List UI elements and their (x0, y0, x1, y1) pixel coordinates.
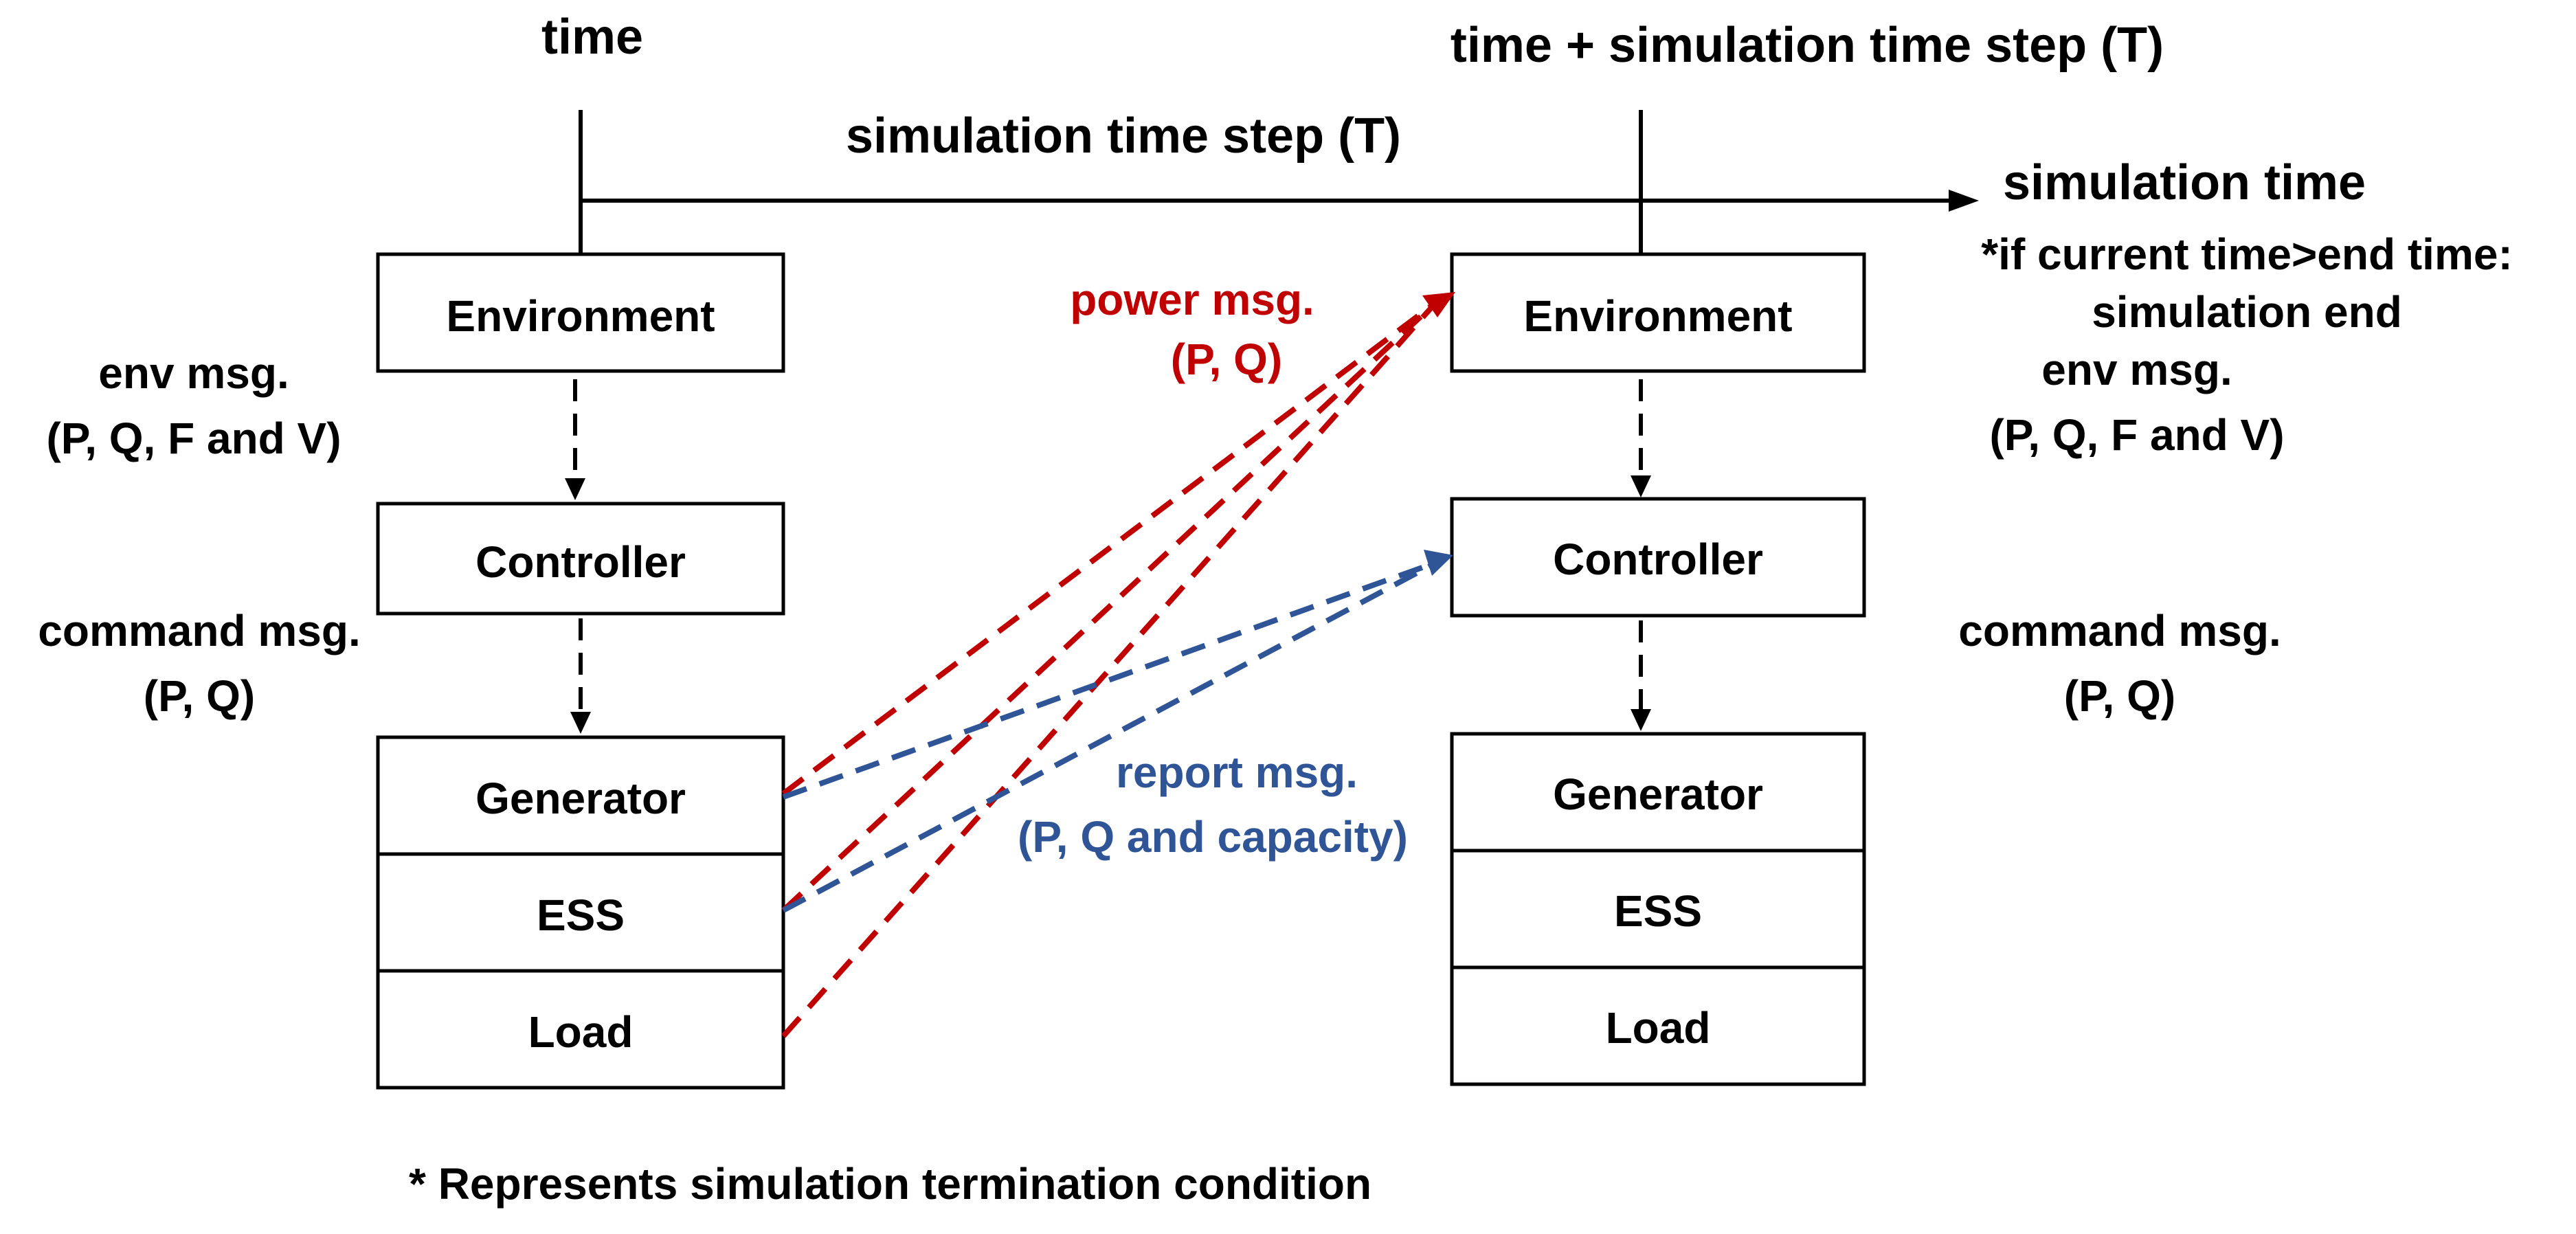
left-load-label: Load (528, 1007, 634, 1057)
left-load-box (376, 969, 785, 1090)
time-plus-step-label: time + simulation time step (T) (1451, 18, 2164, 73)
termination-condition-line2: simulation end (2092, 287, 2402, 337)
report-msg-line1: report msg. (1116, 748, 1358, 797)
report-arrowhead (1424, 550, 1453, 576)
right-column: Environment env msg. (P, Q, F and V) Con… (1450, 252, 2285, 1086)
left-ess-label: ESS (537, 890, 625, 940)
right-environment-label: Environment (1523, 291, 1792, 341)
power-msg-line1: power msg. (1070, 275, 1314, 324)
left-generator-label: Generator (475, 774, 686, 823)
right-ess-label: ESS (1614, 886, 1702, 936)
power-arrow-from-generator (781, 300, 1438, 796)
right-ess-box (1450, 849, 1866, 969)
power-msg-line2: (P, Q) (1171, 335, 1282, 384)
right-controller-box (1450, 497, 1866, 618)
report-msg-line2: (P, Q and capacity) (1018, 812, 1408, 862)
right-load-box (1450, 965, 1866, 1086)
report-msg-arrows: report msg. (P, Q and capacity) (782, 550, 1453, 913)
right-controller-arrowhead (1631, 709, 1651, 731)
right-env-arrowhead (1631, 475, 1651, 497)
power-arrow-from-ess (781, 300, 1438, 912)
power-msg-arrows: power msg. (P, Q) (781, 275, 1455, 1038)
left-env-arrowhead (565, 478, 585, 500)
simulation-time-label: simulation time (2003, 155, 2366, 210)
timeline: time time + simulation time step (T) sim… (541, 10, 2513, 337)
report-arrow-from-ess (782, 559, 1439, 913)
right-env-msg-line2: (P, Q, F and V) (1989, 410, 2284, 460)
left-environment-label: Environment (446, 291, 715, 341)
time-axis-arrowhead (1949, 190, 1979, 212)
power-arrowhead (1422, 292, 1455, 317)
right-controller-label: Controller (1553, 535, 1763, 584)
right-environment-box (1450, 252, 1866, 373)
right-load-label: Load (1606, 1003, 1711, 1053)
left-env-msg-line2: (P, Q, F and V) (46, 414, 341, 463)
right-command-msg-line1: command msg. (1958, 606, 2281, 655)
right-command-msg-line2: (P, Q) (2064, 671, 2175, 721)
left-controller-label: Controller (475, 537, 686, 587)
left-command-msg-line1: command msg. (38, 606, 360, 655)
time-label: time (541, 10, 643, 65)
left-environment-box (376, 252, 785, 373)
report-arrow-from-generator (782, 559, 1439, 800)
step-label: simulation time step (T) (846, 109, 1401, 164)
right-generator-label: Generator (1553, 770, 1763, 819)
termination-condition-line1: *if current time>end time: (1981, 229, 2513, 279)
power-arrow-from-load (781, 300, 1438, 1038)
left-controller-arrowhead (570, 712, 591, 734)
footnote: * Represents simulation termination cond… (409, 1159, 1371, 1209)
left-controller-box (376, 502, 785, 616)
left-column: Environment env msg. (P, Q, F and V) Con… (38, 252, 785, 1090)
left-command-msg-line2: (P, Q) (144, 671, 255, 721)
left-env-msg-line1: env msg. (98, 348, 289, 398)
right-env-msg-line1: env msg. (2041, 345, 2232, 394)
